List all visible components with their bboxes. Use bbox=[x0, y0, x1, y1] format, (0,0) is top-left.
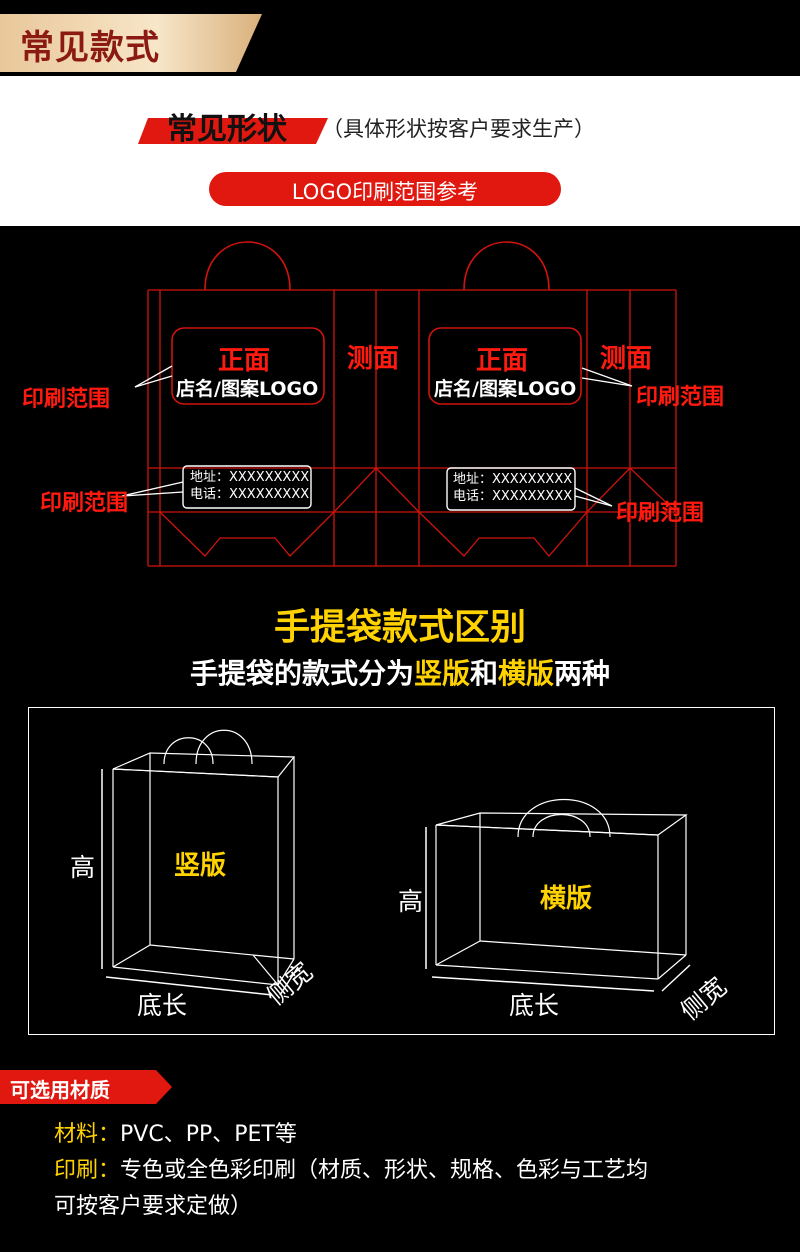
phone-line-right: 电话：XXXXXXXXX bbox=[453, 489, 573, 504]
bag-styles-subtitle: 手提袋的款式分为竖版和横版两种 bbox=[0, 652, 800, 692]
store-logo-label-right: 店名/图案LOGO bbox=[434, 378, 577, 400]
print-key: 印刷： bbox=[54, 1158, 121, 1183]
print-value-1: 专色或全色彩印刷（材质、形状、规格、色彩与工艺均 bbox=[120, 1158, 649, 1183]
bag-style-illustrations bbox=[101, 729, 691, 996]
side-label-left: 测面 bbox=[347, 344, 400, 374]
materials-tag bbox=[0, 1070, 172, 1104]
front-label-right: 正面 bbox=[476, 346, 529, 376]
front-label-left: 正面 bbox=[218, 346, 271, 376]
address-line-right: 地址：XXXXXXXXX bbox=[453, 472, 573, 487]
print-line: 印刷：专色或全色彩印刷（材质、形状、规格、色彩与工艺均 bbox=[54, 1153, 774, 1189]
horizontal-bag-name: 横版 bbox=[540, 884, 593, 914]
shape-note: （具体形状按客户要求生产） bbox=[322, 117, 595, 141]
material-value: PVC、PP、PET等 bbox=[120, 1122, 297, 1147]
vertical-bag-name: 竖版 bbox=[174, 851, 227, 881]
print-area-label-3: 印刷范围 bbox=[636, 385, 725, 410]
bag-style-frame bbox=[28, 707, 775, 1035]
vertical-height-label: 高 bbox=[70, 853, 96, 882]
material-line: 材料：PVC、PP、PET等 bbox=[54, 1117, 774, 1153]
shape-title-underline bbox=[138, 118, 328, 144]
subtitle-suffix: 两种 bbox=[554, 657, 611, 690]
shape-title: 常见形状 bbox=[167, 112, 287, 147]
subtitle-horizontal: 横版 bbox=[498, 657, 555, 690]
print-area-label-1: 印刷范围 bbox=[22, 387, 111, 412]
logo-print-pill bbox=[209, 172, 561, 206]
subtitle-vertical: 竖版 bbox=[413, 657, 470, 690]
horizontal-height-label: 高 bbox=[398, 887, 424, 916]
materials-tag-label: 可选用材质 bbox=[10, 1078, 110, 1102]
print-line-2: 可按客户要求定做） bbox=[54, 1194, 253, 1219]
print-area-label-4: 印刷范围 bbox=[616, 501, 705, 526]
subtitle-prefix: 手提袋的款式分为 bbox=[189, 657, 414, 690]
logo-print-pill-label: LOGO印刷范围参考 bbox=[291, 180, 479, 204]
horizontal-base-length-label: 底长 bbox=[509, 991, 560, 1020]
store-logo-label-left: 店名/图案LOGO bbox=[176, 378, 319, 400]
subtitle-and: 和 bbox=[469, 657, 498, 690]
material-key: 材料： bbox=[54, 1122, 121, 1147]
vertical-base-length-label: 底长 bbox=[137, 991, 188, 1020]
side-label-right: 测面 bbox=[600, 344, 653, 374]
section-title-tab bbox=[0, 14, 262, 72]
print-area-label-2: 印刷范围 bbox=[40, 491, 129, 516]
bag-dieline-diagram bbox=[121, 241, 677, 567]
address-line-left: 地址：XXXXXXXXX bbox=[190, 470, 310, 485]
phone-line-left: 电话：XXXXXXXXX bbox=[190, 487, 310, 502]
section-title: 常见款式 bbox=[20, 28, 160, 68]
bag-styles-title: 手提袋款式区别 bbox=[273, 607, 526, 648]
